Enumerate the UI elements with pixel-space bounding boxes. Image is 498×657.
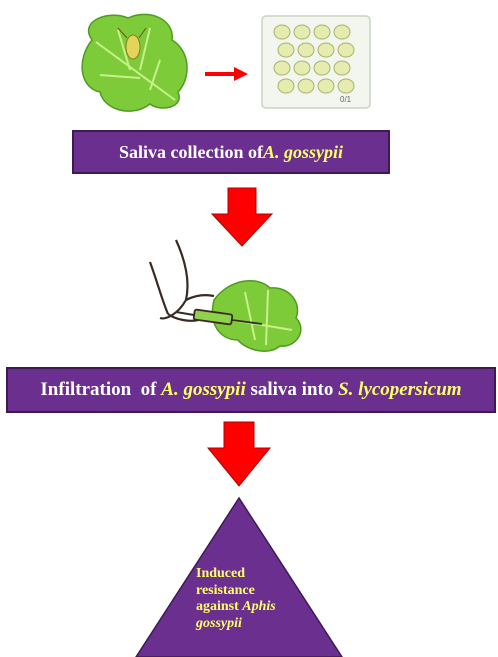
induced-resistance-label: Induced resistance against Aphis gossypi…	[196, 566, 306, 632]
infiltration-label: Infiltration of A. gossypii saliva into …	[6, 367, 496, 413]
saliva-cup	[318, 79, 334, 93]
red-arrow-right-icon	[205, 67, 248, 81]
step2-host: S. lycopersicum	[338, 379, 462, 401]
step2-prefix: Infiltration of	[40, 379, 161, 401]
tray-label: 0/1	[340, 95, 352, 104]
result-line1: Induced	[196, 566, 306, 583]
saliva-cup	[294, 25, 310, 39]
saliva-cup	[274, 61, 290, 75]
red-down-arrow-icon	[208, 422, 270, 486]
saliva-cup	[314, 25, 330, 39]
saliva-collection-label: Saliva collection of A. gossypii	[72, 130, 390, 174]
result-line4: gossypii	[196, 616, 306, 633]
result-line3: against Aphis	[196, 599, 306, 616]
aphid-on-leaf-icon	[82, 14, 187, 111]
saliva-cup	[314, 61, 330, 75]
saliva-cup	[318, 43, 334, 57]
saliva-cup	[338, 43, 354, 57]
result-line3-prefix: against	[196, 599, 242, 614]
result-line3-italic: Aphis	[242, 599, 275, 614]
step1-species: A. gossypii	[263, 142, 343, 163]
step1-prefix: Saliva collection of	[119, 142, 263, 163]
saliva-cup	[334, 25, 350, 39]
saliva-cup	[298, 43, 314, 57]
saliva-cup	[298, 79, 314, 93]
saliva-cup	[274, 25, 290, 39]
saliva-cup	[278, 79, 294, 93]
saliva-cup	[334, 61, 350, 75]
saliva-cup	[338, 79, 354, 93]
hand-syringe-leaf-icon	[150, 240, 301, 351]
step2-middle: saliva into	[246, 379, 338, 401]
saliva-cup	[294, 61, 310, 75]
red-down-arrow-icon	[212, 188, 272, 246]
result-line2: resistance	[196, 583, 306, 600]
saliva-cups-tray-icon: 0/1	[262, 16, 370, 108]
step2-species: A. gossypii	[161, 379, 245, 401]
saliva-cup	[278, 43, 294, 57]
